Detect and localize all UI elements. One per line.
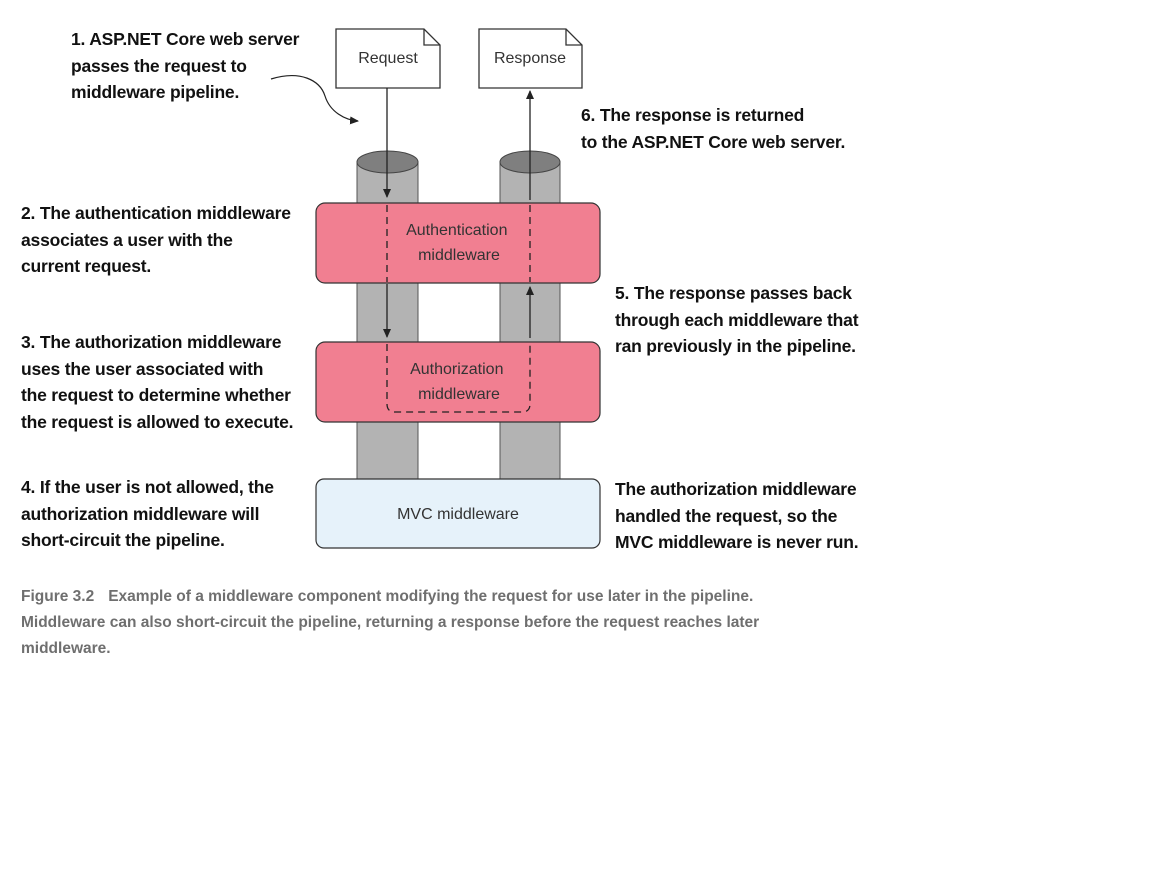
- step4-line1: 4. If the user is not allowed, the: [21, 477, 274, 497]
- step5-line2: through each middleware that: [615, 309, 859, 330]
- caption-first-line: Figure 3.2 Example of a middleware compon…: [21, 584, 759, 610]
- svg-text:Authorization middleware: Authorization middleware: [410, 361, 508, 403]
- authorization-middleware-box: Authorization middleware: [315, 341, 601, 423]
- short-circuit-dashed-path: [386, 344, 531, 413]
- step1-line3: middleware pipeline.: [71, 82, 240, 102]
- step3-line3: the request to determine whether: [21, 385, 291, 405]
- step4-note: 4. If the user is not allowed, the autho…: [21, 474, 274, 554]
- step5-line3: ran previously in the pipeline.: [615, 336, 856, 356]
- authentication-label-line1: Authentication: [406, 222, 507, 239]
- step6-line1: 6. The response is returned: [581, 105, 805, 125]
- mvc-note-line2: handled the request, so the: [615, 505, 838, 526]
- mvc-middleware-box: MVC middleware: [315, 478, 601, 549]
- step1-pointer-arrow: [270, 75, 359, 125]
- step2-line3: current request.: [21, 256, 152, 276]
- step6-line2: to the ASP.NET Core web server.: [581, 131, 846, 152]
- authorization-label-line1: Authorization: [410, 361, 503, 378]
- step1-line2: passes the request to: [71, 55, 247, 76]
- step2-line2: associates a user with the: [21, 229, 233, 250]
- step2-line1: 2. The authentication middleware: [21, 203, 291, 223]
- figure-caption: Figure 3.2 Example of a middleware compon…: [21, 584, 759, 662]
- step4-line2: authorization middleware will: [21, 503, 260, 524]
- step4-line3: short-circuit the pipeline.: [21, 530, 225, 550]
- step5-note: 5. The response passes back through each…: [615, 280, 859, 360]
- step3-note: 3. The authorization middleware uses the…: [21, 329, 294, 435]
- step2-note: 2. The authentication middleware associa…: [21, 200, 291, 280]
- response-document: Response: [478, 28, 583, 89]
- authorization-label-line2: middleware: [418, 386, 500, 403]
- step3-line2: uses the user associated with: [21, 358, 264, 379]
- response-document-label: Response: [494, 50, 566, 67]
- step1-note: 1. ASP.NET Core web server passes the re…: [71, 26, 299, 106]
- authentication-label-line2: middleware: [418, 247, 500, 264]
- step6-note: 6. The response is returned to the ASP.N…: [581, 102, 845, 155]
- mvc-note-line1: The authorization middleware: [615, 479, 857, 499]
- step1-line1: 1. ASP.NET Core web server: [71, 29, 300, 49]
- caption-line1: Example of a middleware component modify…: [108, 588, 754, 605]
- caption-line3: middleware.: [21, 640, 111, 657]
- mvc-not-run-note: The authorization middleware handled the…: [615, 476, 859, 556]
- step3-line1: 3. The authorization middleware: [21, 332, 282, 352]
- step5-line1: 5. The response passes back: [615, 283, 852, 303]
- request-document-label: Request: [358, 50, 418, 67]
- request-document: Request: [335, 28, 441, 89]
- mvc-note-line3: MVC middleware is never run.: [615, 532, 859, 552]
- mvc-middleware-label: MVC middleware: [397, 506, 519, 523]
- authentication-middleware-box: Authentication middleware: [315, 202, 601, 284]
- step3-line4: the request is allowed to execute.: [21, 411, 294, 432]
- figure-label: Figure 3.2: [21, 588, 95, 605]
- caption-line2: Middleware can also short-circuit the pi…: [21, 614, 760, 631]
- svg-text:Authentication middlewar: Authentication middleware: [406, 222, 512, 264]
